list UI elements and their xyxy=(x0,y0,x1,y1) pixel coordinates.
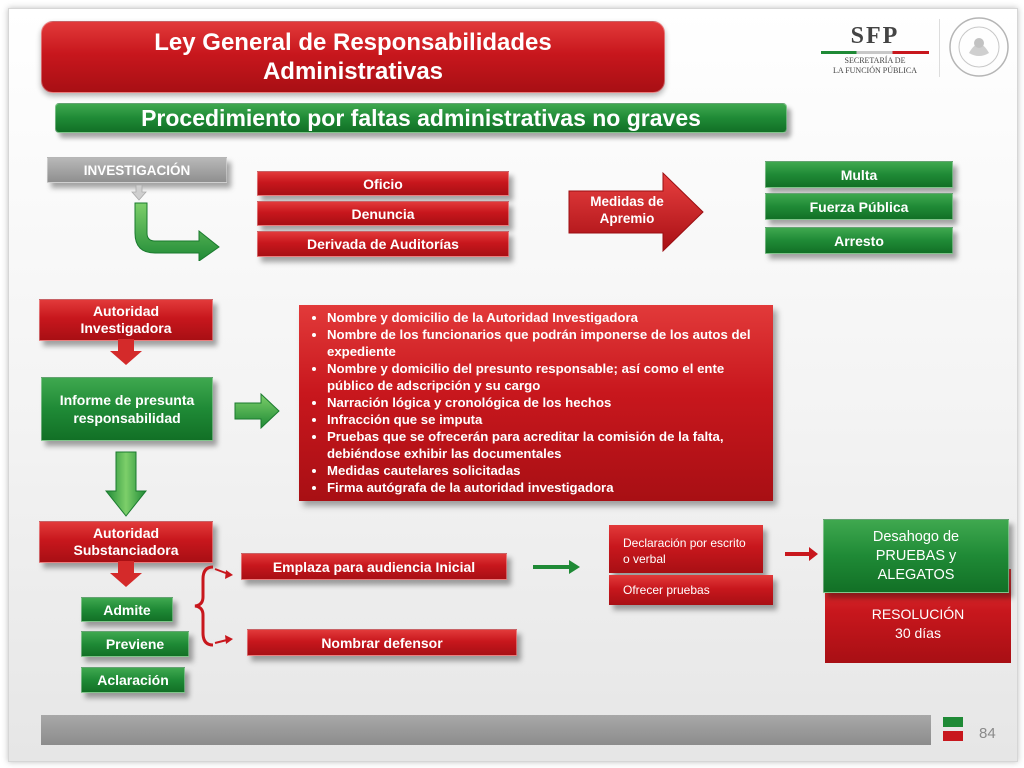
informe-box: Informe de presunta responsabilidad xyxy=(41,377,213,441)
medida-fuerza-publica: Fuerza Pública xyxy=(765,193,953,220)
declaracion-box: Declaración por escrito o verbal xyxy=(609,525,763,573)
medidas-arrow: Medidas de Apremio xyxy=(567,171,707,253)
sfp-acronym: SFP xyxy=(850,23,900,49)
requisito-item: Pruebas que se ofrecerán para acreditar … xyxy=(327,428,763,462)
down-arrow-red-icon-2 xyxy=(109,561,143,587)
sfp-name-line-1: SECRETARÍA DE xyxy=(844,56,906,65)
source-oficio: Oficio xyxy=(257,171,509,196)
page-number: 84 xyxy=(979,725,996,742)
flag-red-mark xyxy=(943,731,963,741)
medidas-label: Medidas de Apremio xyxy=(590,194,664,226)
requisitos-panel: Nombre y domicilio de la Autoridad Inves… xyxy=(299,305,773,501)
title-line-2: Administrativas xyxy=(262,58,444,85)
autoridad-substanciadora-box: Autoridad Substanciadora xyxy=(39,521,213,563)
down-arrow-green-icon xyxy=(104,451,148,517)
brace-icon xyxy=(193,565,241,647)
title-banner: Ley General de Responsabilidades Adminis… xyxy=(41,21,665,93)
requisito-item: Nombre de los funcionarios que podrán im… xyxy=(327,326,763,360)
resolucion-plazo: 30 días xyxy=(895,625,941,641)
sfp-name-line-2: LA FUNCIÓN PÚBLICA xyxy=(832,66,917,75)
subtitle-banner: Procedimiento por faltas administrativas… xyxy=(55,103,787,133)
down-arrow-red-icon-1 xyxy=(109,339,143,365)
sfp-divider xyxy=(821,51,929,54)
national-seal-icon xyxy=(947,15,1011,79)
requisito-item: Medidas cautelares solicitadas xyxy=(327,462,763,479)
flag-green-mark xyxy=(943,717,963,727)
requisito-item: Narración lógica y cronológica de los he… xyxy=(327,394,763,411)
right-arrow-green-icon xyxy=(233,392,281,430)
down-arrow-small-icon xyxy=(131,184,147,201)
title-line-1: Ley General de Responsabilidades xyxy=(154,29,552,56)
slide: Ley General de Responsabilidades Adminis… xyxy=(8,8,1018,762)
investigacion-box: INVESTIGACIÓN xyxy=(47,157,227,183)
admite-button: Admite xyxy=(81,597,173,622)
previene-button: Previene xyxy=(81,631,189,657)
nombrar-defensor-box: Nombrar defensor xyxy=(247,629,517,656)
ofrecer-pruebas-label: Ofrecer pruebas xyxy=(623,583,710,597)
autoridad-investigadora-box: Autoridad Investigadora xyxy=(39,299,213,341)
aclaracion-button: Aclaración xyxy=(81,667,185,693)
source-denuncia: Denuncia xyxy=(257,201,509,226)
medida-arresto: Arresto xyxy=(765,227,953,254)
requisitos-list: Nombre y domicilio de la Autoridad Inves… xyxy=(305,309,763,496)
footer-bar xyxy=(41,715,931,745)
requisito-item: Nombre y domicilio del presunto responsa… xyxy=(327,360,763,394)
requisito-item: Firma autógrafa de la autoridad investig… xyxy=(327,479,763,496)
right-arrow-small-green-icon xyxy=(533,559,581,575)
ofrecer-pruebas-box: Ofrecer pruebas xyxy=(609,575,773,605)
requisito-item: Nombre y domicilio de la Autoridad Inves… xyxy=(327,309,763,326)
emplaza-audiencia-box: Emplaza para audiencia Inicial xyxy=(241,553,507,580)
curved-arrow-icon xyxy=(129,201,221,262)
separator-line xyxy=(939,19,940,77)
source-derivada-auditorias: Derivada de Auditorías xyxy=(257,231,509,257)
desahogo-box: Desahogo de PRUEBAS y ALEGATOS xyxy=(823,519,1009,593)
declaracion-label: Declaración por escrito o verbal xyxy=(623,536,746,566)
right-arrow-small-red-icon xyxy=(785,547,819,561)
requisito-item: Infracción que se imputa xyxy=(327,411,763,428)
resolucion-title: RESOLUCIÓN xyxy=(871,606,965,622)
sfp-logo: SFP SECRETARÍA DE LA FUNCIÓN PÚBLICA xyxy=(815,23,935,79)
medida-multa: Multa xyxy=(765,161,953,188)
